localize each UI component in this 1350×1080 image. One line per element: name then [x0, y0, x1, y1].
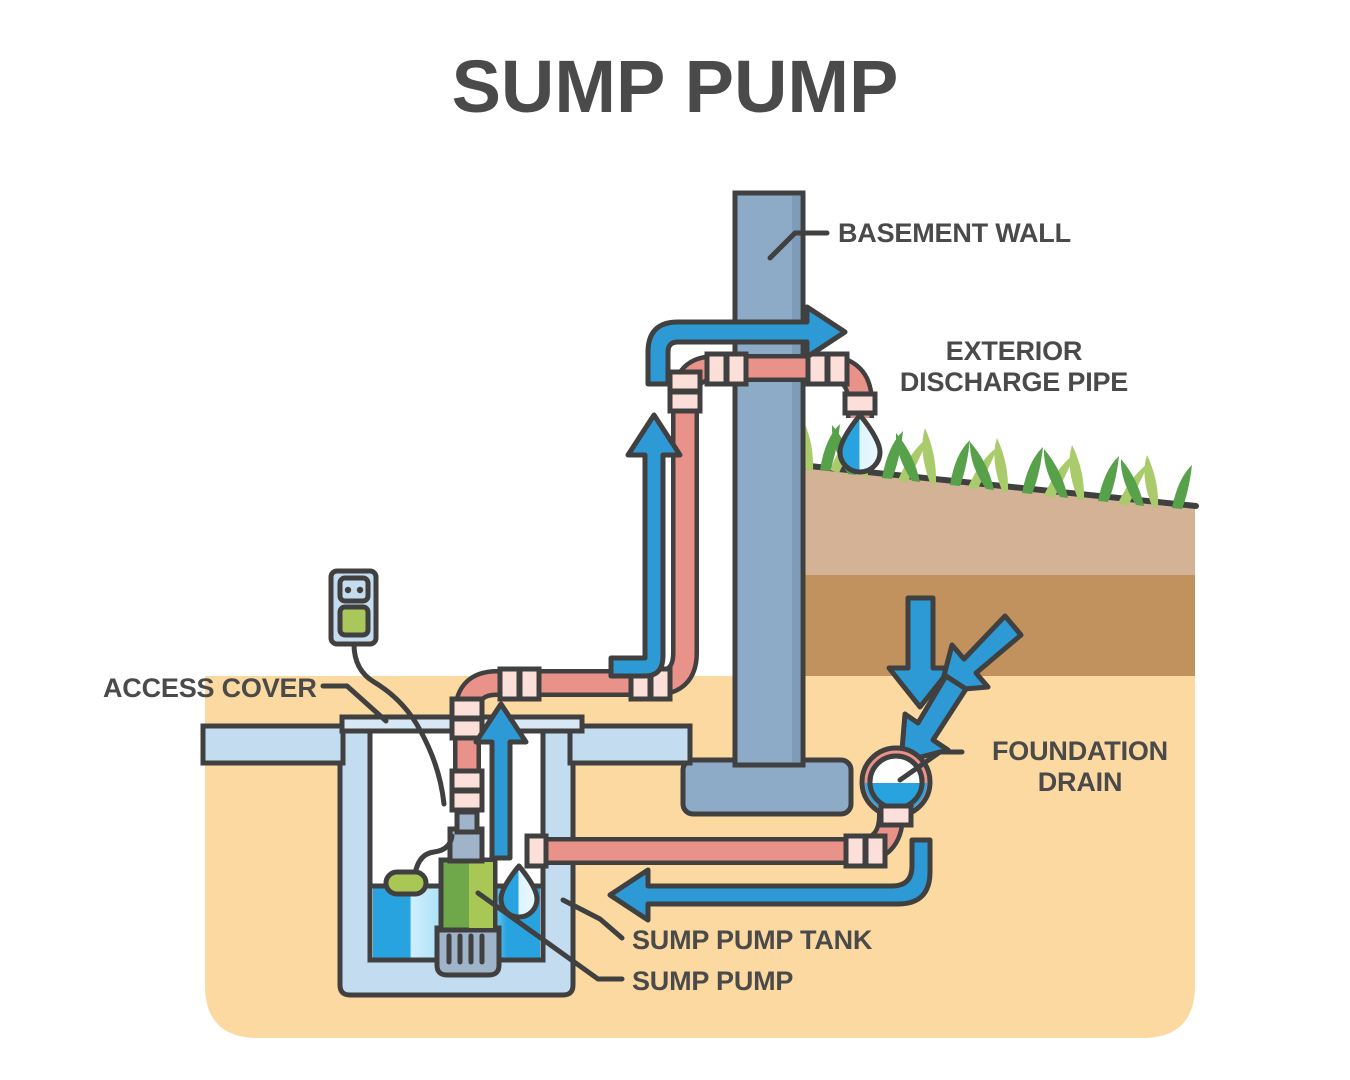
- droplet-tank: [498, 863, 540, 920]
- basement-wall: [732, 190, 806, 768]
- label-sump-pump: SUMP PUMP: [632, 966, 794, 996]
- outlet-plug: [337, 604, 371, 638]
- electrical-outlet: [328, 568, 447, 807]
- page-title: SUMP PUMP: [451, 45, 899, 128]
- leader-foundation-drain: [897, 749, 965, 783]
- flow-arrow-seepage-3: [898, 673, 969, 765]
- outlet-cord: [351, 641, 447, 807]
- pump-cord: [411, 833, 455, 885]
- pump-intake-slots: [446, 933, 485, 965]
- seepage-arrows: [886, 595, 1024, 765]
- label-foundation-drain: FOUNDATION DRAIN: [992, 736, 1168, 798]
- flow-arrow-riser: [608, 412, 683, 679]
- label-exterior-discharge-pipe: EXTERIOR DISCHARGE PIPE: [899, 336, 1129, 398]
- flow-arrow-exterior: [645, 304, 848, 387]
- sump-pump: [383, 809, 502, 978]
- label-access-cover: ACCESS COVER: [103, 673, 317, 703]
- droplet-discharge: [837, 412, 883, 475]
- leader-sump-pump: [475, 890, 625, 982]
- flow-arrow-seepage-1: [886, 595, 954, 710]
- label-sump-pump-tank: SUMP PUMP TANK: [632, 925, 873, 955]
- flow-arrow-tank: [473, 701, 529, 861]
- outlet-socket-hole-right: [356, 586, 364, 594]
- leader-lines: [320, 230, 965, 982]
- label-basement-wall: BASEMENT WALL: [838, 218, 1071, 248]
- tank-rim-left: [200, 723, 346, 766]
- leader-access-cover: [320, 683, 389, 724]
- pump-base: [434, 925, 502, 978]
- float-switch: [383, 869, 429, 897]
- wall-footing: [680, 757, 854, 817]
- basement-wall-group: [680, 190, 854, 817]
- leader-sump-pump-tank: [560, 897, 625, 941]
- outlet-socket: [337, 575, 371, 604]
- tank-rim-right: [567, 723, 693, 766]
- flow-arrow-inlet: [607, 837, 933, 923]
- outlet-socket-hole-left: [344, 586, 352, 594]
- pump-outlet-stub: [454, 809, 480, 835]
- basement-wall-shade: [792, 196, 800, 762]
- soil-top-layer: [790, 464, 1195, 575]
- leader-basement-wall: [767, 230, 830, 261]
- pipe-couplings: [449, 351, 914, 869]
